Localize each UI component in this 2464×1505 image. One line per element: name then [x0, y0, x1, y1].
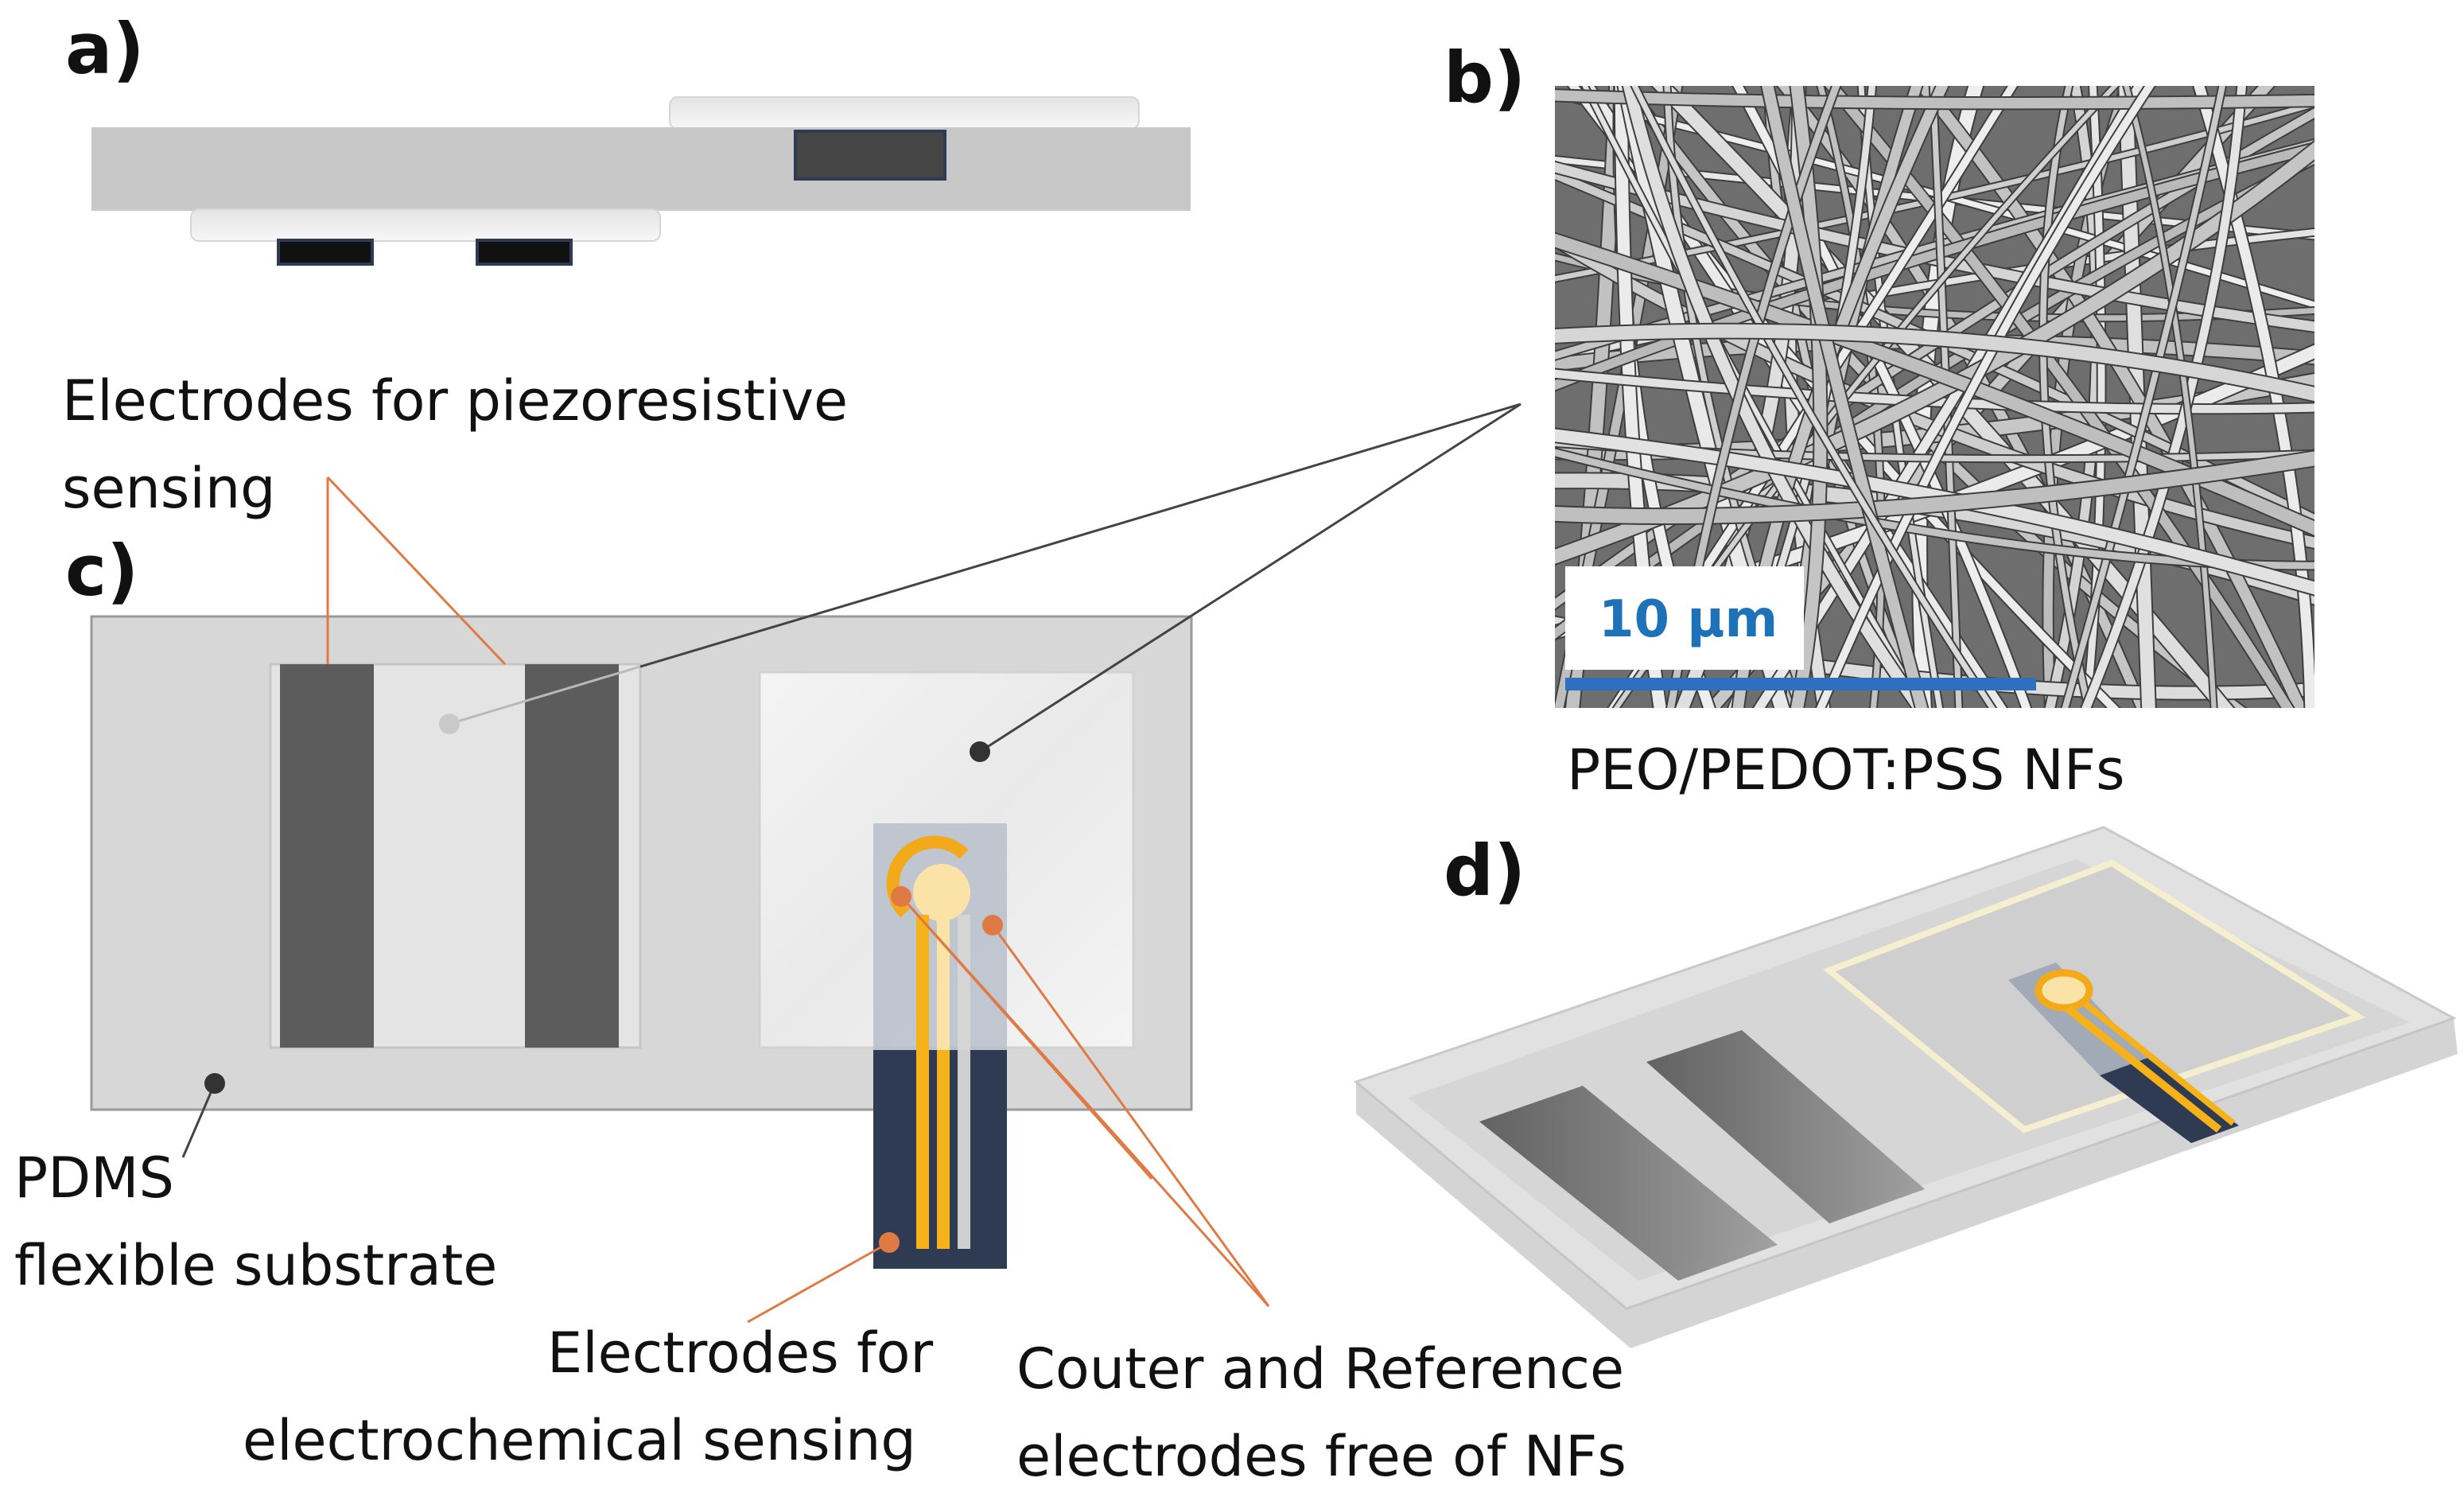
cross-piezo-electrode-right — [476, 239, 573, 266]
nanofiber-strands — [1555, 86, 2314, 708]
track-center-lower — [937, 1050, 950, 1249]
panel-label-c: c) — [65, 530, 138, 612]
device-top-view — [90, 615, 1193, 1269]
3d-working-electrode — [2035, 969, 2093, 1012]
fiber — [1817, 86, 2155, 708]
scale-bar-box — [1565, 566, 1804, 670]
cross-section — [91, 96, 1191, 266]
fiber — [1555, 234, 2314, 548]
fiber — [1631, 86, 1996, 708]
fiber — [1555, 233, 2314, 535]
cross-top-nf-layer — [669, 96, 1140, 130]
3d-piezo-electrode-left — [1479, 1086, 1778, 1281]
counter-label-line2: electrodes free of NFs — [1016, 1424, 1626, 1489]
piezo-electrode-left — [280, 664, 374, 1048]
cross-piezo-electrode-left — [277, 239, 374, 266]
panel-label-b: b) — [1444, 37, 1525, 119]
leader-lines — [181, 402, 1522, 1324]
electrochemical-sensor — [873, 823, 1007, 1269]
pdms-label-line2: flexible substrate — [14, 1233, 497, 1298]
nf-caption: PEO/PEDOT:PSS NFs — [1567, 737, 2125, 803]
track-right-lower — [958, 1050, 970, 1249]
scale-bar-label: 10 µm — [1599, 590, 1778, 649]
3d-tracks — [2065, 1005, 2222, 1133]
echem-label-line1: Electrodes for — [547, 1320, 933, 1386]
sem-image: 10 µm — [1555, 86, 2314, 708]
working-electrode — [913, 864, 970, 921]
panel-label-a: a) — [65, 8, 145, 90]
fiber — [1555, 254, 2314, 321]
cross-electrochemical-electrode — [794, 130, 946, 181]
fiber — [1582, 86, 1926, 708]
panel-label-d: d) — [1444, 830, 1525, 912]
piezo-electrode-right — [525, 664, 619, 1048]
device-3d-view — [1353, 826, 2458, 1348]
fiber — [1555, 324, 2314, 402]
track-left-lower — [916, 1050, 929, 1249]
leader-dots — [204, 714, 1003, 1253]
fiber — [2194, 86, 2314, 708]
scale-bar — [1565, 678, 2036, 690]
counter-label-line1: Couter and Reference — [1016, 1336, 1624, 1402]
fiber — [1555, 451, 2314, 523]
fiber — [2081, 86, 2246, 708]
fiber — [2124, 86, 2217, 708]
3d-piezo-electrode-right — [1646, 1030, 1925, 1223]
piezo-label-line2: sensing — [62, 456, 276, 521]
pdms-label-line1: PDMS — [14, 1145, 174, 1211]
cross-substrate — [91, 127, 1191, 211]
3d-nf-mat — [1823, 859, 2366, 1134]
cross-bottom-nf-layer — [190, 208, 661, 242]
echem-label-line2: electrochemical sensing — [243, 1408, 916, 1473]
3d-tracks-2 — [2083, 1001, 2236, 1126]
fiber — [1762, 86, 1928, 708]
piezo-label-line1: Electrodes for piezoresistive — [62, 368, 848, 434]
